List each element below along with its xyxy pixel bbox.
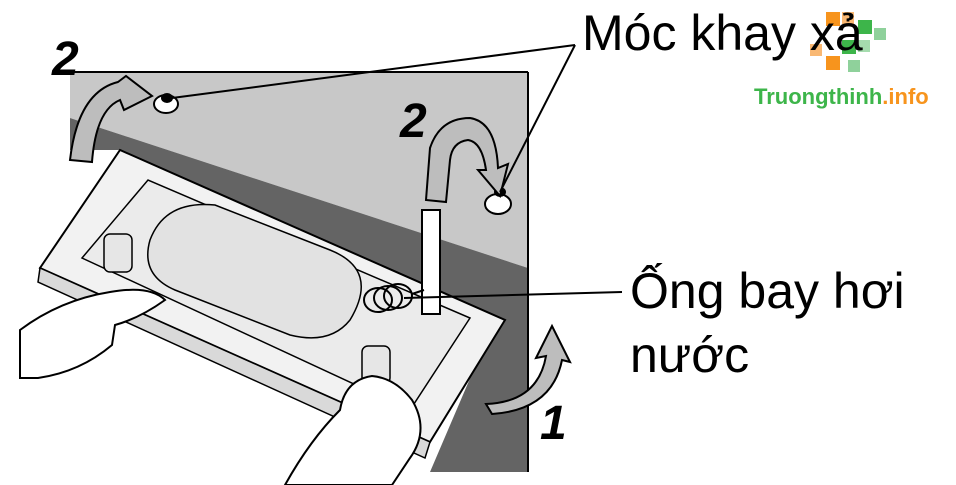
watermark-brand-name: Truongthinh (754, 84, 883, 109)
watermark-logo-icon (810, 12, 886, 72)
panel-dark-area (70, 118, 528, 472)
hand-left (19, 288, 167, 379)
tray-grip-left (103, 233, 133, 273)
arrow-lift (484, 323, 572, 416)
evaporator-coil (363, 209, 441, 315)
arrow-left-hook (68, 74, 154, 164)
step-number-lift: 1 (540, 397, 567, 450)
callout-leaders (171, 44, 623, 299)
watermark-brand: Truongthinh.info (754, 86, 929, 108)
hook-hole-left (153, 93, 179, 114)
arrow-right-hook (424, 116, 510, 204)
hook-hole-right (484, 187, 512, 215)
callout-evaporator-tube-line2: nước (630, 327, 750, 383)
hand-right (283, 374, 422, 485)
step-number-right-hook: 2 (400, 95, 427, 148)
appliance-back-panel (70, 71, 529, 472)
panel-light-area (70, 72, 528, 268)
step-number-left-hook: 2 (52, 33, 79, 86)
callout-drain-tray-hook: Móc khay xả (582, 5, 863, 61)
callout-evaporator-tube-line1: Ống bay hơi (630, 263, 905, 319)
watermark-brand-tld: .info (882, 84, 929, 109)
